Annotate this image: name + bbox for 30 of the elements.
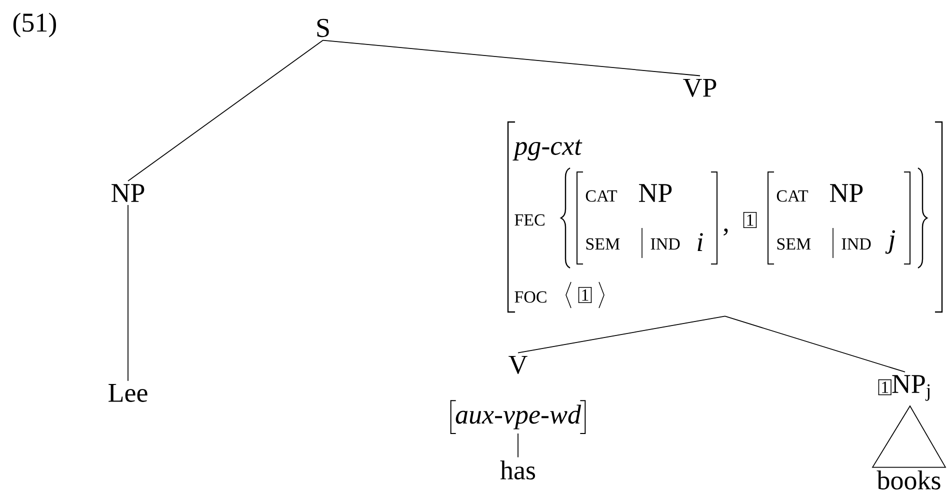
feature-label: SEM bbox=[586, 238, 620, 250]
index-value: i bbox=[698, 233, 703, 251]
category-label: S bbox=[317, 18, 329, 38]
category-label: NP bbox=[112, 184, 144, 202]
punctuation: , bbox=[724, 228, 728, 236]
feature-label: FEC bbox=[514, 214, 544, 226]
example-number: (51) bbox=[13, 12, 56, 38]
feature-value: NP bbox=[830, 184, 863, 202]
index-value: j bbox=[885, 230, 896, 254]
feature-structure: aux-vpe-wd bbox=[450, 400, 586, 434]
feature-label: CAT bbox=[776, 190, 808, 202]
category-label: 1 NP$_{j}$ bbox=[878, 375, 930, 401]
category-label: V bbox=[508, 356, 528, 374]
feature-label: CAT bbox=[586, 190, 618, 202]
feature-label: IND bbox=[842, 238, 871, 250]
feature-value: NP bbox=[639, 184, 672, 202]
word: books bbox=[876, 470, 940, 490]
category-label: VP bbox=[683, 78, 716, 98]
tree-branch bbox=[128, 40, 324, 182]
tree-branch bbox=[518, 316, 726, 354]
feature-label: FOC bbox=[514, 291, 546, 303]
word: Lee bbox=[108, 384, 148, 402]
feature-label: IND bbox=[650, 238, 680, 250]
type-label: pg-cxt bbox=[512, 140, 582, 160]
feature-label: SEM bbox=[777, 238, 811, 250]
tree-branch bbox=[322, 40, 700, 76]
tree-branch bbox=[724, 316, 906, 372]
tag-box: 1 bbox=[578, 287, 592, 304]
word: has bbox=[500, 460, 536, 480]
tag-box: 1 bbox=[743, 212, 757, 228]
